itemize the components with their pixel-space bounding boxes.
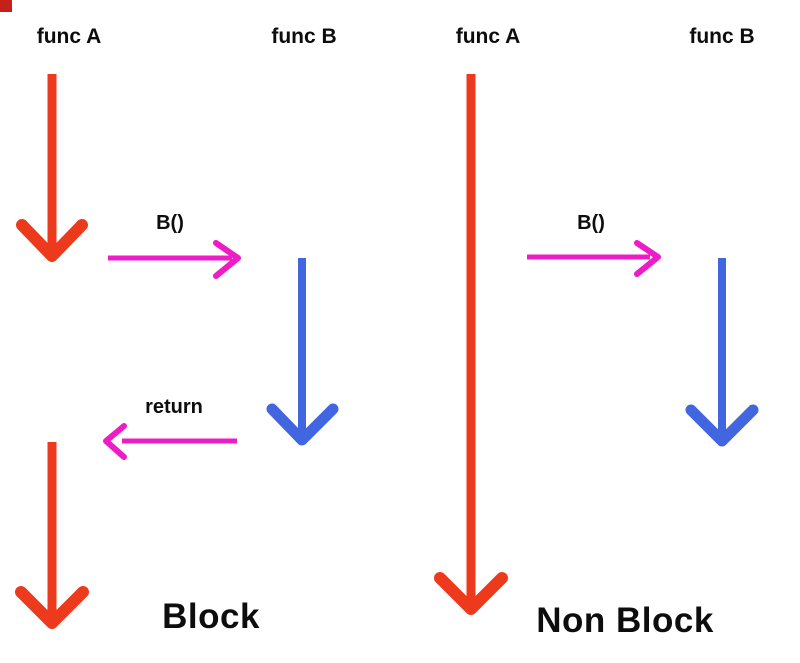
arrow-head [634, 240, 661, 277]
block-call-arrow-icon [108, 240, 241, 279]
block-return-arrow-icon [103, 423, 237, 460]
block-func-a-label: func A [36, 25, 102, 48]
block-func-b-arrow-icon [266, 258, 339, 446]
arrow-head [685, 404, 759, 447]
corner-mark [0, 0, 12, 12]
block-caption: Block [162, 597, 260, 636]
arrow-head [16, 219, 88, 262]
nonblock-caption: Non Block [536, 601, 714, 640]
nonblock-func-a-label: func A [455, 25, 521, 48]
block-func-b-label: func B [271, 25, 337, 48]
block-func-a-arrow-upper-icon [16, 74, 88, 262]
nonblock-func-b-arrow-icon [685, 258, 759, 447]
block-return-label: return [145, 396, 203, 418]
arrow-head [15, 586, 89, 629]
block-func-a-arrow-lower-icon [15, 442, 89, 629]
nonblock-call-arrow-icon [527, 240, 661, 277]
nonblock-func-b-label: func B [689, 25, 755, 48]
block-call-label: B() [156, 212, 184, 234]
nonblock-func-a-arrow-icon [434, 74, 508, 615]
arrow-head [434, 572, 508, 615]
arrow-head [266, 403, 339, 446]
arrow-head [103, 423, 127, 460]
arrow-head [213, 240, 241, 279]
nonblock-call-label: B() [577, 212, 605, 234]
